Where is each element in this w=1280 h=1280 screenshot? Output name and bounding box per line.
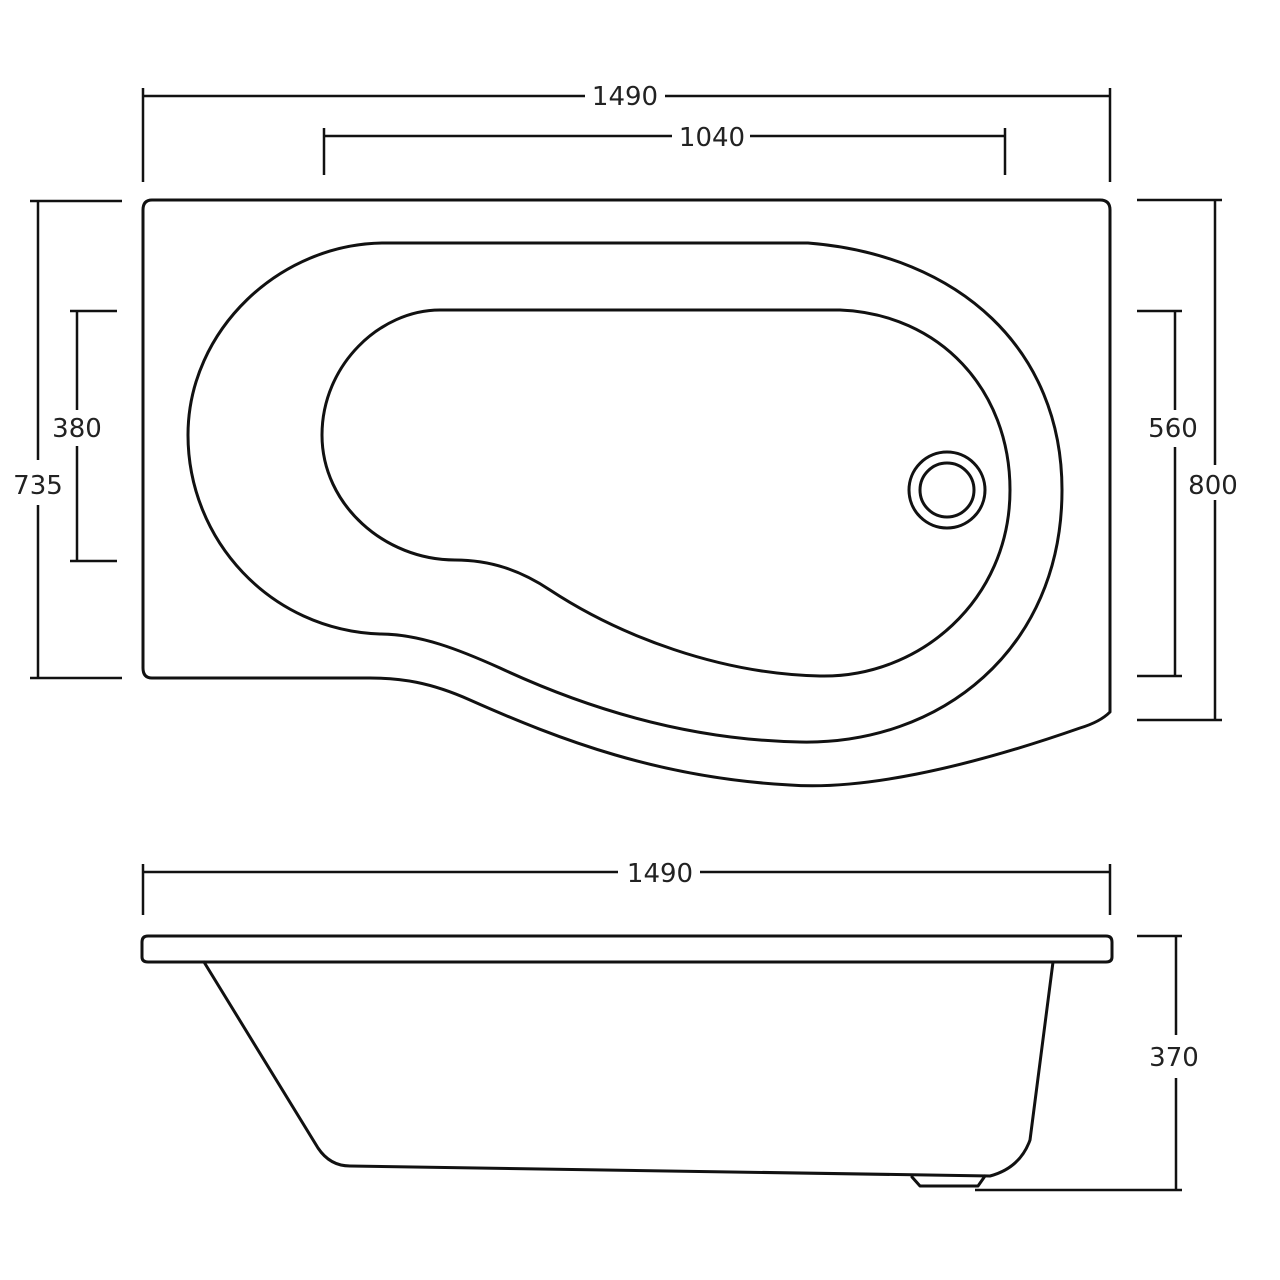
dim-label-380: 380 <box>52 414 102 444</box>
dim-plan-overall-length: 1490 <box>141 82 1112 182</box>
dim-label-735: 735 <box>13 471 63 501</box>
dim-label-560: 560 <box>1148 414 1198 444</box>
waste-outlet-icon <box>907 450 987 530</box>
side-body <box>202 960 1055 1178</box>
dim-label-370: 370 <box>1149 1043 1199 1073</box>
side-view: 1490 370 <box>140 859 1199 1192</box>
outer-rim-outline <box>141 198 1112 788</box>
dim-label-800: 800 <box>1188 471 1238 501</box>
side-waste-foot <box>910 1174 987 1188</box>
dim-plan-narrow-end-width: 735 <box>13 199 122 680</box>
dim-label-1490-top: 1490 <box>592 82 658 112</box>
dim-plan-straight-length: 1040 <box>322 123 1007 175</box>
dim-plan-wide-end-width: 800 <box>1137 198 1238 722</box>
bowl-outline <box>320 308 1012 678</box>
dim-side-overall-length: 1490 <box>141 859 1112 915</box>
inner-rim-outline <box>186 241 1064 744</box>
dim-label-1040: 1040 <box>679 123 745 153</box>
dim-plan-narrow-bowl-width: 380 <box>52 309 117 563</box>
dim-label-1490-side: 1490 <box>627 859 693 889</box>
side-rim <box>140 934 1114 964</box>
plan-view: 1490 1040 735 <box>13 82 1238 788</box>
dim-side-height: 370 <box>975 934 1199 1192</box>
dim-plan-wide-bowl-width: 560 <box>1137 309 1198 678</box>
